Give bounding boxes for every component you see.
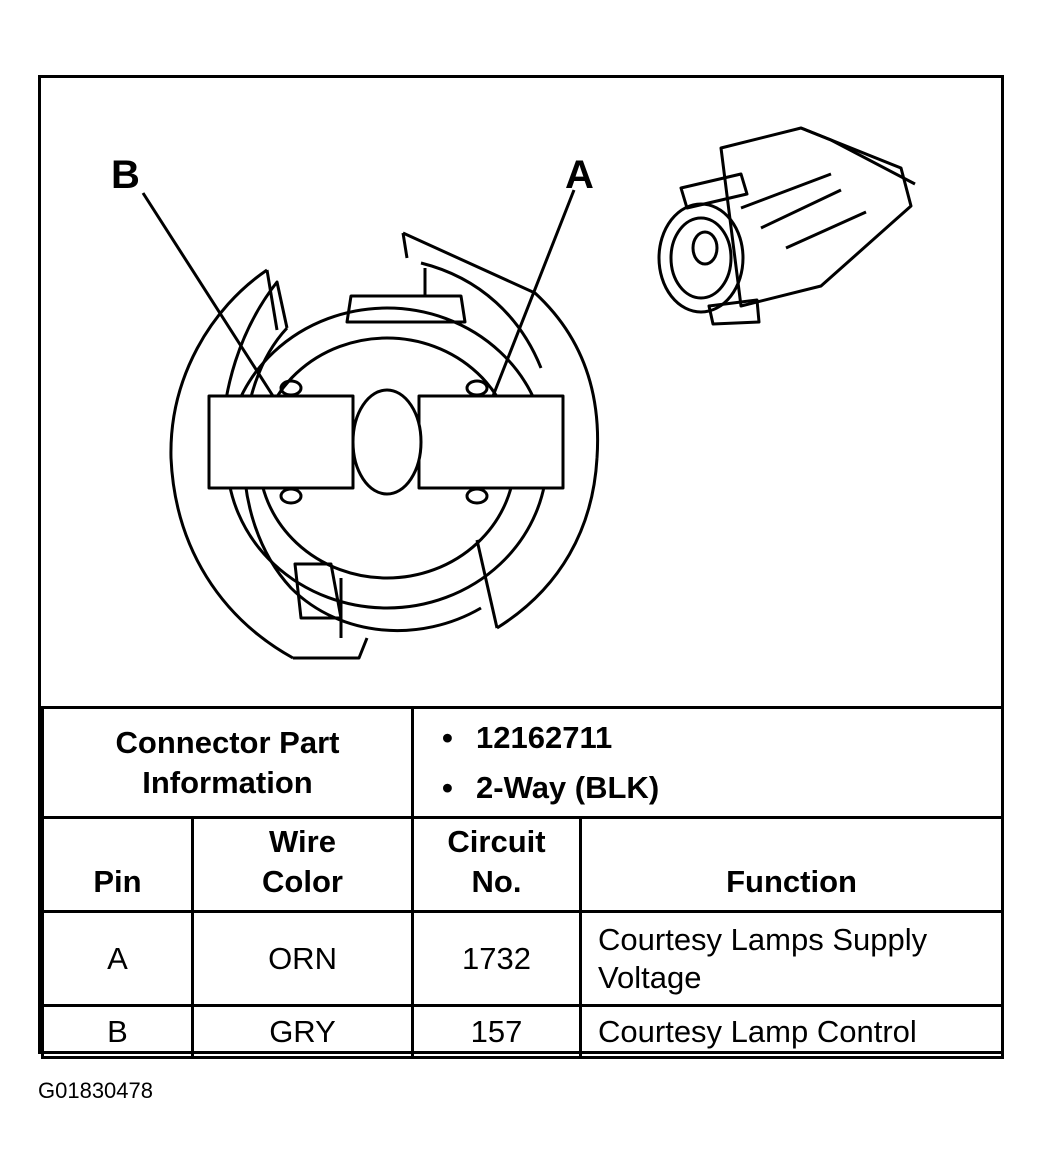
col-header-wire-color: Wire Color: [190, 816, 415, 913]
col-header-circuit-line2: No.: [471, 864, 522, 899]
table-row: B GRY 157 Courtesy Lamp Control: [41, 1004, 1005, 1059]
row-b-function-line1: Courtesy Lamp Control: [598, 1013, 917, 1049]
figure-id: G01830478: [38, 1078, 153, 1103]
col-header-pin-text: Pin: [93, 864, 142, 899]
row-a-function-line2: Voltage: [598, 959, 702, 995]
col-header-function-text: Function: [726, 864, 857, 899]
connector-part-number: 12162711: [442, 713, 1001, 763]
connector-diagram: B A: [41, 78, 1001, 706]
connector-face-drawing: [141, 126, 916, 660]
col-header-function: Function: [579, 816, 1005, 913]
connector-type: 2-Way (BLK): [442, 763, 1001, 813]
connector-part-label-line2: Information: [142, 764, 313, 800]
col-header-wire-line2: Color: [262, 864, 343, 899]
row-a-function-line1: Courtesy Lamps Supply: [598, 921, 928, 957]
connector-part-info-label: Connector Part Information: [40, 706, 415, 819]
pin-label-b: B: [111, 153, 140, 197]
connector-info-table: Connector Part Information 12162711 2-Wa…: [40, 706, 1005, 1059]
terminal-blades: [207, 379, 565, 505]
row-b-pin: B: [41, 1004, 194, 1059]
col-header-wire-line1: Wire: [269, 824, 336, 859]
row-a-pin: A: [41, 910, 194, 1007]
row-b-circuit: 157: [411, 1004, 583, 1059]
connector-part-label-line1: Connector Part: [115, 724, 340, 760]
row-b-function: Courtesy Lamp Control: [579, 1004, 1005, 1059]
connector-figure-frame: B A: [38, 75, 1005, 1059]
table-row: A ORN 1732 Courtesy Lamps Supply Voltage: [41, 910, 1005, 1007]
connector-shell: [169, 231, 600, 660]
connector-isometric-view: [657, 126, 916, 326]
col-header-circuit-line1: Circuit: [447, 824, 546, 859]
col-header-circuit-no: Circuit No.: [411, 816, 583, 913]
pin-label-a: A: [565, 153, 594, 197]
row-a-circuit: 1732: [411, 910, 583, 1007]
pin-b-leader-line: [141, 192, 275, 397]
col-header-pin: Pin: [41, 816, 194, 913]
row-a-wire: ORN: [190, 910, 415, 1007]
connector-part-info-values: 12162711 2-Way (BLK): [411, 706, 1005, 819]
row-a-function: Courtesy Lamps Supply Voltage: [579, 910, 1005, 1007]
row-b-wire: GRY: [190, 1004, 415, 1059]
